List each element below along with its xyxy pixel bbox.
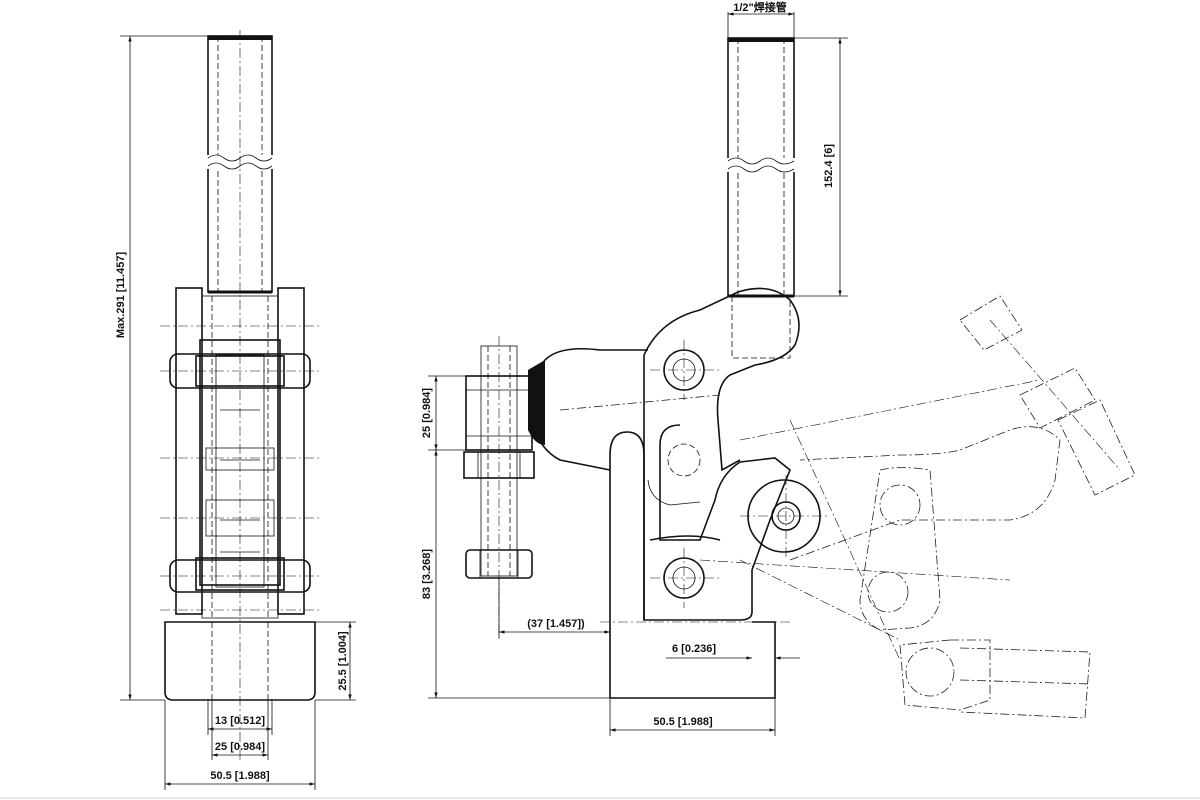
side-body bbox=[600, 424, 791, 699]
front-base bbox=[164, 30, 316, 760]
dim-reach-37: (37 [1.457]) bbox=[527, 618, 585, 630]
side-handle-tube bbox=[724, 37, 798, 359]
dim-height-83: 83 [3.268] bbox=[421, 549, 433, 599]
dim-max-height: Max.291 [11.457] bbox=[115, 252, 127, 339]
side-pivot-pins bbox=[650, 340, 830, 608]
dim-gap-6: 6 [0.236] bbox=[672, 643, 716, 655]
side-clamp-arm bbox=[528, 347, 721, 471]
front-dimensions: Max.291 [11.457] 25.5 [1.004] 13 [0.512]… bbox=[115, 35, 356, 790]
dim-width-13: 13 [0.512] bbox=[215, 715, 265, 727]
side-dimensions: 1/2"焊接管 152.4 [6] 25 [0.984] 83 [3.268] … bbox=[421, 0, 848, 736]
side-handle-lever bbox=[643, 287, 800, 620]
dim-width-50-front: 50.5 [1.988] bbox=[210, 770, 270, 782]
front-view: Max.291 [11.457] 25.5 [1.004] 13 [0.512]… bbox=[115, 30, 356, 790]
dim-base-height: 25.5 [1.004] bbox=[337, 631, 349, 691]
dim-spindle-25: 25 [0.984] bbox=[421, 388, 433, 438]
open-position-ghost bbox=[699, 295, 1136, 719]
dim-width-25: 25 [0.984] bbox=[215, 741, 265, 753]
dim-pipe-label: 1/2"焊接管 bbox=[733, 0, 787, 14]
dim-handle-length: 152.4 [6] bbox=[823, 144, 835, 188]
dim-base-50-side: 50.5 [1.988] bbox=[653, 716, 713, 728]
side-view: 1/2"焊接管 152.4 [6] 25 [0.984] 83 [3.268] … bbox=[421, 0, 1136, 736]
